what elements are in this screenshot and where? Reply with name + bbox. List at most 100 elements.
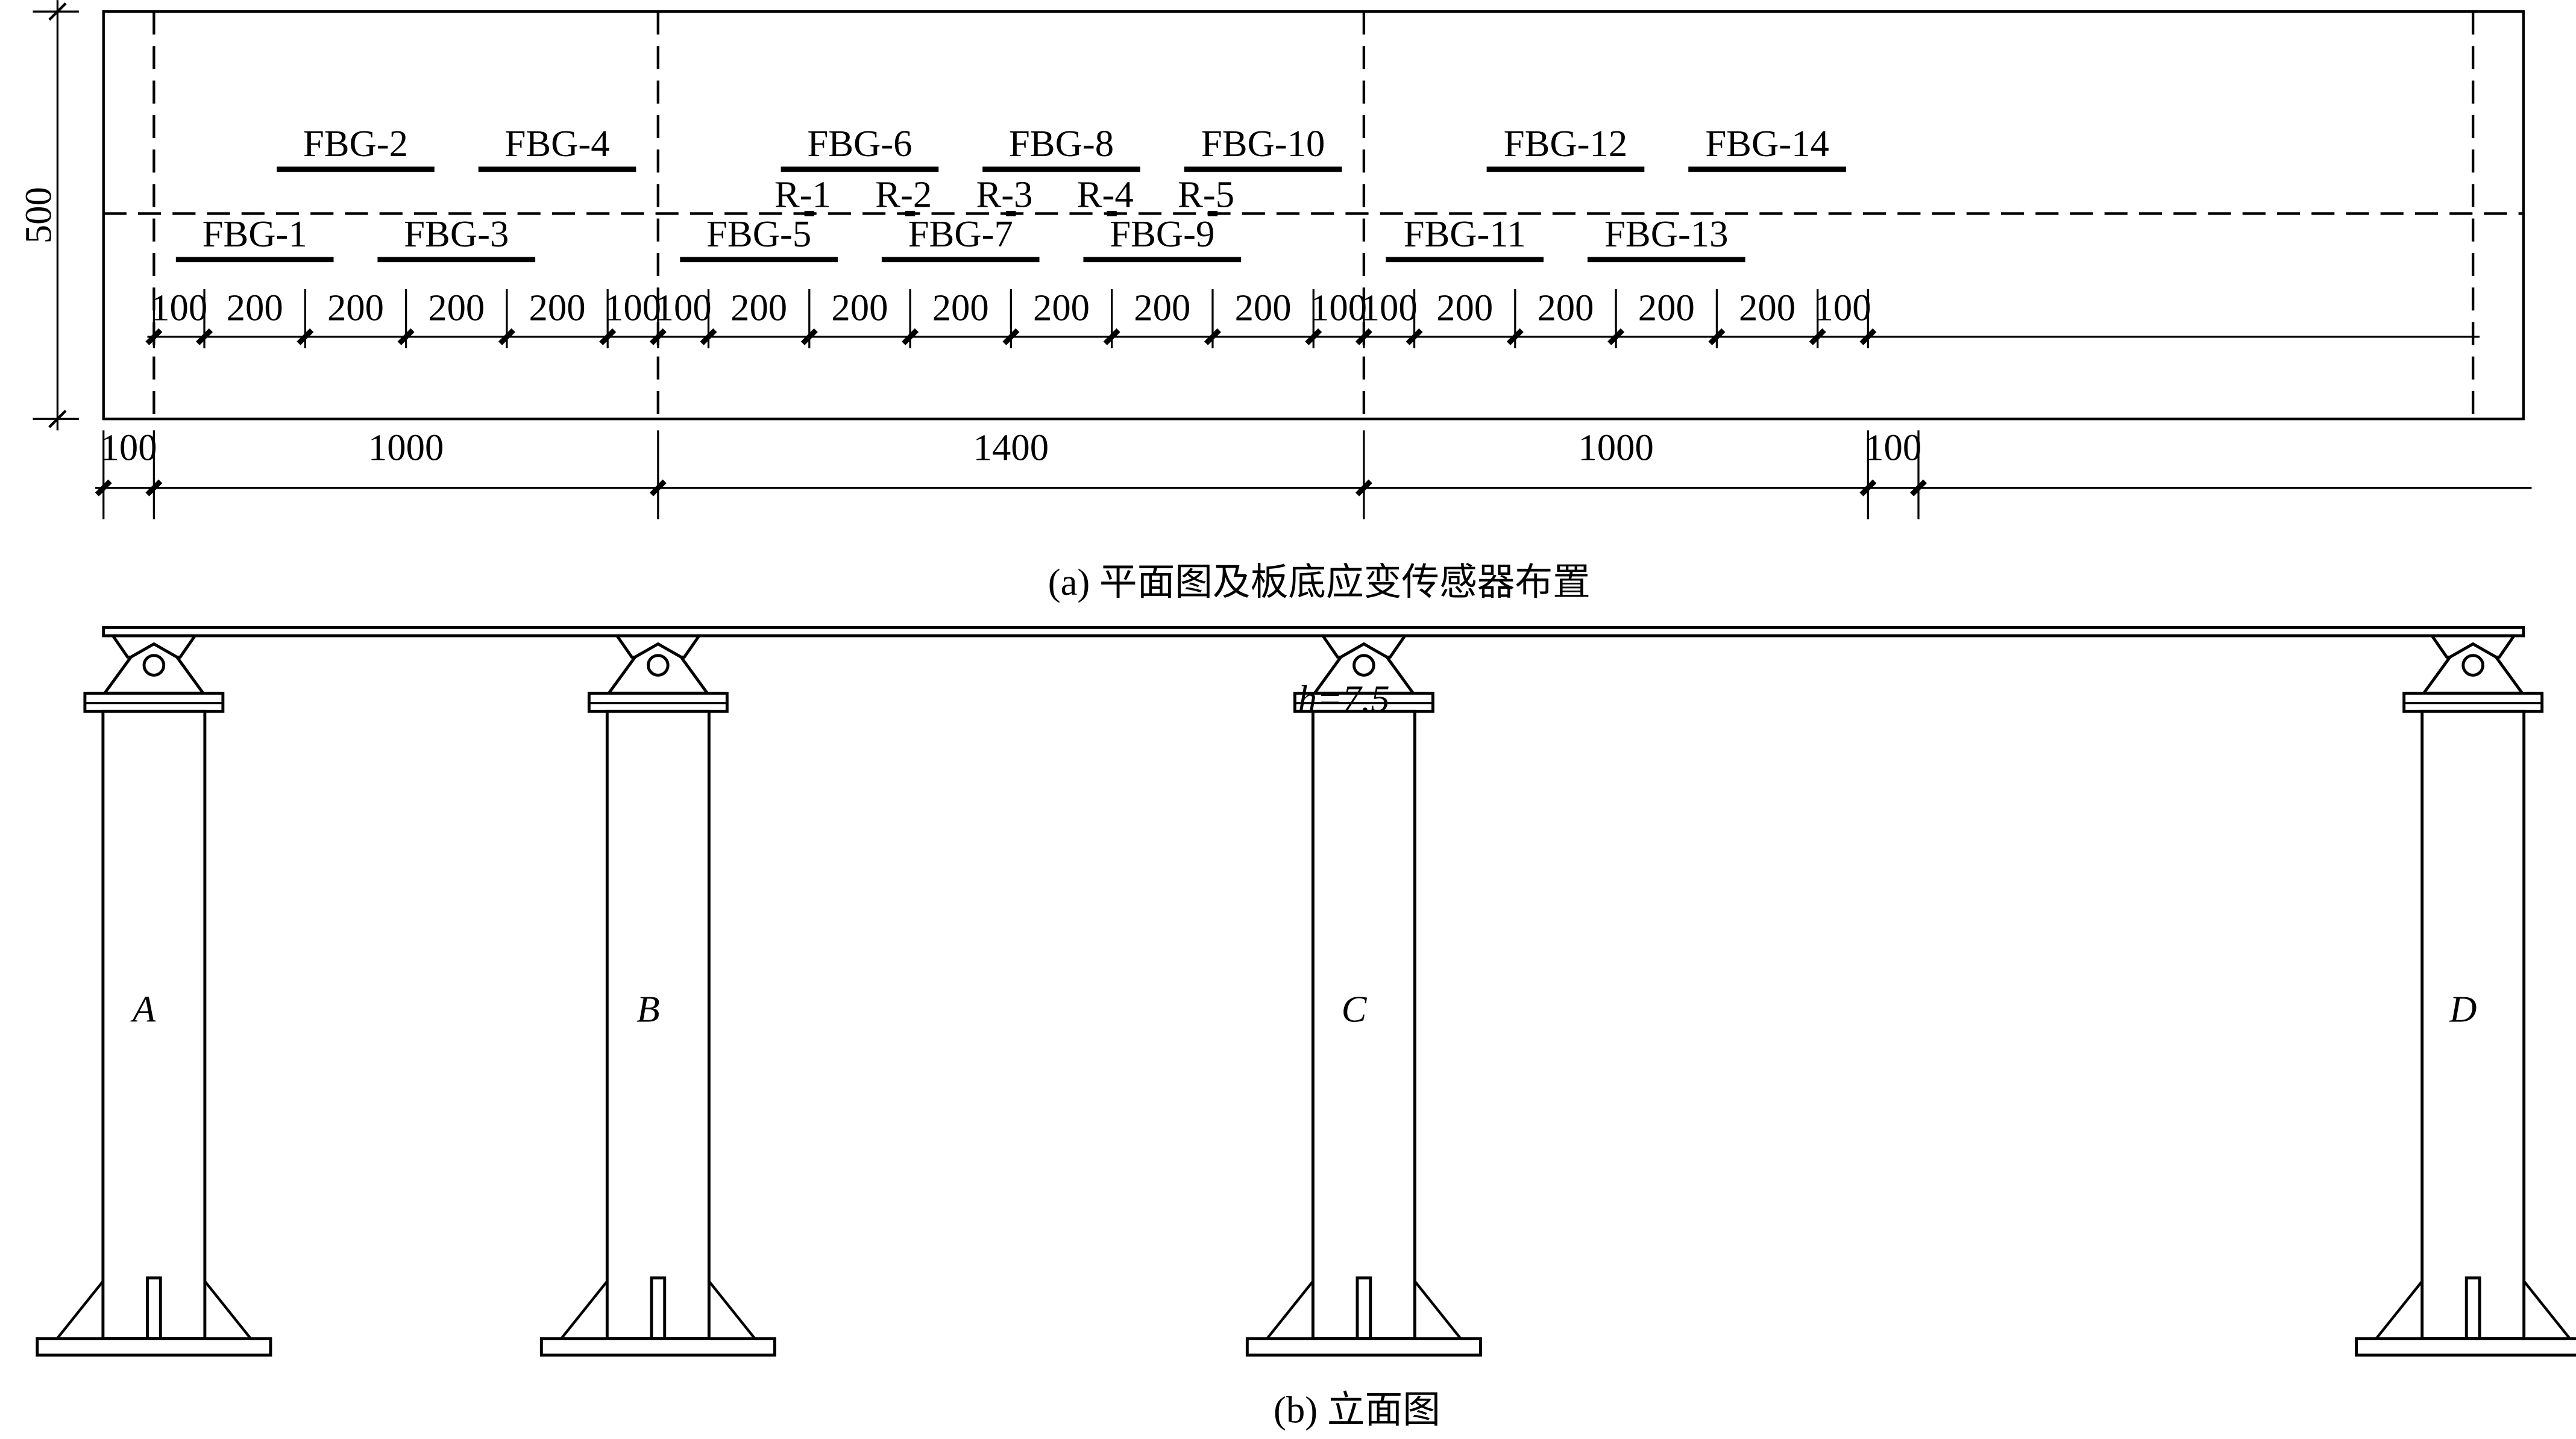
dimension-label: 200 [1134, 287, 1190, 329]
dimension-label: 200 [529, 287, 586, 329]
dimension-tick [649, 328, 667, 345]
dimension-tick [145, 479, 163, 497]
pier-b: B [539, 634, 776, 1357]
deck-plate [102, 625, 2525, 638]
base-plate [539, 1337, 776, 1357]
dimension-label: 100 [655, 287, 712, 329]
base-plate [36, 1337, 272, 1357]
dimension-tick [48, 410, 67, 428]
pier-label: C [1342, 988, 1368, 1030]
dimension-tick [196, 328, 213, 345]
base-slot [146, 1276, 162, 1341]
dimension-label: 200 [1638, 287, 1695, 329]
plan-caption: (a) 平面图及板底应变传感器布置 [1048, 561, 1591, 603]
fbg-label: FBG-2 [303, 122, 408, 165]
fbg-label: FBG-7 [908, 213, 1013, 255]
dimension-label: 200 [1436, 287, 1493, 329]
dimension-tick [1355, 328, 1372, 345]
dimension-label: 100 [1361, 287, 1418, 329]
fbg-label: FBG-9 [1110, 213, 1214, 255]
fbg-label: FBG-1 [203, 213, 307, 255]
r-gauge-label: R-2 [875, 174, 932, 216]
deck-thickness-label: h=7.5 [1298, 677, 1390, 720]
dimension-tick [1406, 328, 1423, 345]
dimension-tick [1607, 328, 1625, 345]
base-plate [2355, 1337, 2576, 1357]
dimension-tick [649, 479, 667, 497]
dimension-tick [1002, 328, 1020, 345]
dimension-tick [902, 328, 919, 345]
dimension-label: 200 [730, 287, 787, 329]
fbg-label: FBG-5 [706, 213, 811, 255]
r-gauge-label: R-3 [976, 174, 1032, 216]
dimension-label: 200 [227, 287, 283, 329]
dimension-label: 200 [1033, 287, 1090, 329]
dimension-tick [1859, 328, 1877, 345]
gusset [1413, 1280, 1462, 1340]
dimension-label: 1400 [973, 426, 1049, 468]
elevation-view: A B C Dh=7.5 [36, 625, 2576, 1357]
dimension-label: 200 [831, 287, 888, 329]
dimension-tick [95, 479, 112, 497]
pier-label: D [2449, 988, 2477, 1030]
fbg-label: FBG-10 [1201, 122, 1325, 165]
gusset [560, 1280, 609, 1340]
pier-column [101, 709, 207, 1341]
dimension-label: 1000 [368, 426, 444, 468]
dimension-tick [1708, 328, 1726, 345]
dimension-label: 200 [1235, 287, 1292, 329]
dimension-tick [800, 328, 818, 345]
fbg-label: FBG-14 [1705, 122, 1829, 165]
gusset [708, 1280, 756, 1340]
slab-outline [102, 10, 2525, 421]
dimension-tick [1506, 328, 1524, 345]
r-gauge-label: R-4 [1077, 174, 1134, 216]
dimension-tick [498, 328, 515, 345]
dimension-label: 100 [1310, 287, 1367, 329]
dimension-label: 200 [428, 287, 485, 329]
dimension-label: 100 [101, 426, 157, 468]
dimension-tick [1910, 479, 1927, 497]
dimension-label: 100 [151, 287, 207, 329]
dimension-label: 200 [1739, 287, 1795, 329]
dimension-label: 200 [327, 287, 384, 329]
pier-column [605, 709, 711, 1341]
dimension-tick [1103, 328, 1120, 345]
pier-a: A [36, 634, 272, 1357]
base-slot [1356, 1276, 1372, 1341]
base-slot [650, 1276, 667, 1341]
dimension-label: 1000 [1578, 426, 1653, 468]
dimension-label: 100 [605, 287, 661, 329]
base-plate [1245, 1337, 1482, 1357]
pin-hole [647, 654, 670, 677]
fbg-label: FBG-13 [1604, 213, 1729, 255]
gusset [1266, 1280, 1315, 1340]
dimension-tick [397, 328, 415, 345]
width-label: 500 [17, 187, 59, 243]
dimension-tick [1204, 328, 1221, 345]
elevation-caption: (b) 立面图 [1274, 1389, 1440, 1431]
base-slot [2464, 1276, 2481, 1341]
dimension-label: 200 [1537, 287, 1594, 329]
dimension-tick [297, 328, 314, 345]
gusset [2522, 1280, 2571, 1340]
fbg-label: FBG-11 [1404, 213, 1526, 255]
pin-hole [1352, 654, 1375, 677]
dimension-tick [145, 328, 163, 345]
fbg-label: FBG-8 [1009, 122, 1114, 165]
fbg-label: FBG-6 [807, 122, 912, 165]
dimension-label: 100 [1865, 426, 1921, 468]
gusset [55, 1280, 104, 1340]
gusset [2375, 1280, 2424, 1340]
pier-label: A [130, 988, 156, 1030]
pin-hole [142, 654, 166, 677]
pier-c: C [1245, 634, 1482, 1357]
r-gauge-label: R-1 [774, 174, 831, 216]
dimension-label: 100 [1815, 287, 1871, 329]
fbg-label: FBG-12 [1504, 122, 1628, 165]
dimension-tick [1859, 479, 1877, 497]
r-gauge-label: R-5 [1178, 174, 1234, 216]
dimension-tick [1809, 328, 1826, 345]
